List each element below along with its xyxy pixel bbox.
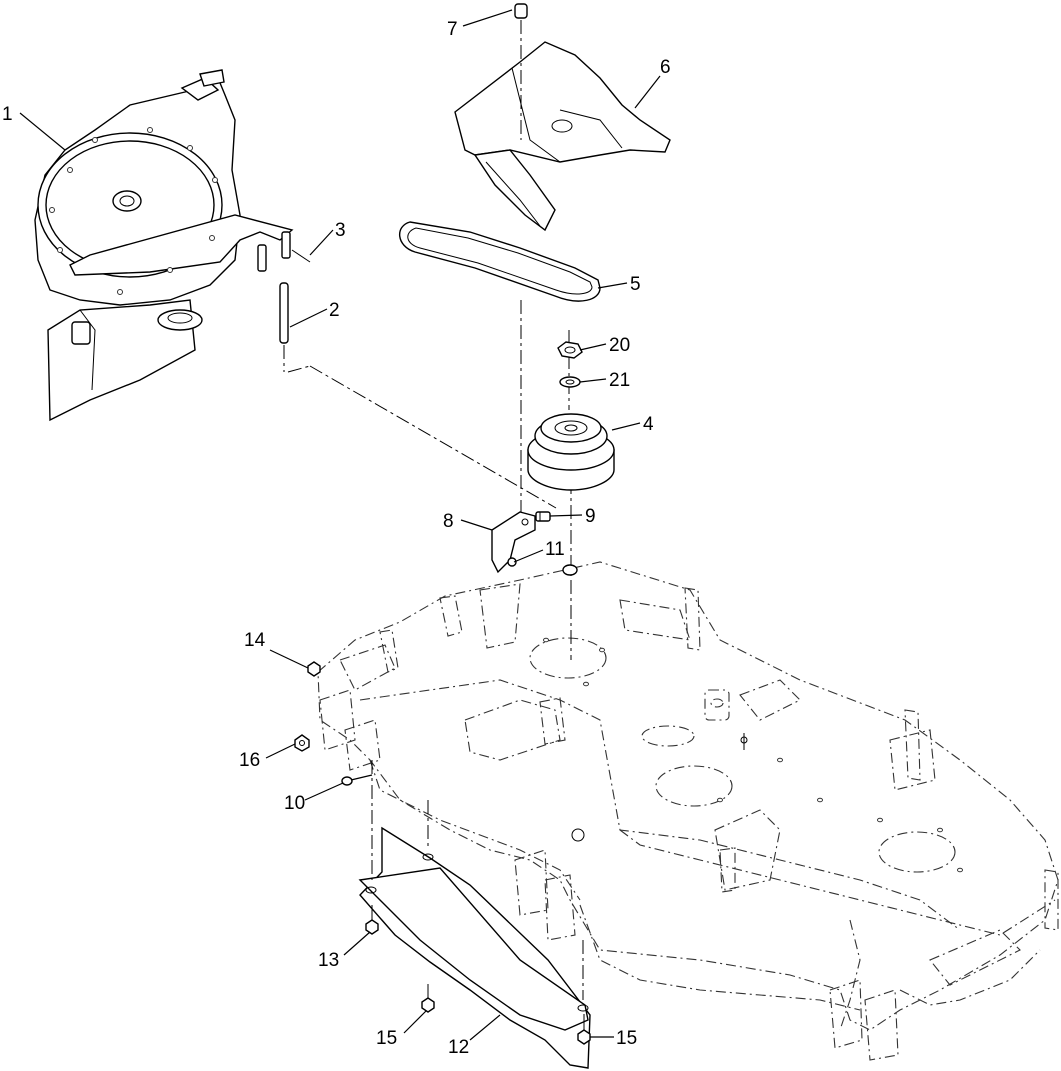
callout-7: 7 [447, 19, 458, 40]
drive-belt [399, 221, 601, 302]
callout-20: 20 [609, 335, 630, 356]
idler-bracket [491, 511, 536, 574]
nut-16 [294, 734, 310, 752]
spindle-washer [562, 564, 578, 576]
callout-4: 4 [643, 414, 654, 435]
callout-10: 10 [284, 793, 305, 814]
callout-14: 14 [244, 630, 266, 651]
callout-1: 1 [2, 104, 13, 125]
callout-16: 16 [239, 750, 260, 771]
callout-leaders [19, 9, 661, 1041]
callout-3: 3 [335, 220, 346, 241]
discharge-deflector [358, 760, 591, 1069]
callout-12: 12 [448, 1037, 469, 1058]
mower-deck-outline [317, 561, 1059, 1061]
deck-cover-assembly [34, 69, 294, 422]
bracket-nut [507, 557, 517, 567]
bolt-13 [365, 905, 379, 935]
callout-13: 13 [318, 950, 339, 971]
callout-labels: 1 2 3 4 5 6 7 8 9 10 11 12 13 14 15 15 1… [2, 19, 671, 1058]
callout-15-right: 15 [616, 1028, 637, 1049]
nut-14 [307, 661, 321, 677]
pivot-rod [279, 282, 557, 509]
callout-6: 6 [660, 57, 671, 78]
callout-15-left: 15 [376, 1028, 397, 1049]
carriage-bolt [341, 774, 373, 786]
bolt-15-right [577, 1014, 591, 1045]
shield-knob [514, 3, 528, 140]
callout-21: 21 [609, 370, 630, 391]
bolt-15-left [421, 984, 435, 1013]
idler-pins [257, 231, 311, 272]
pulley-nut [557, 341, 583, 359]
bracket-bolt [535, 511, 551, 522]
callout-5: 5 [630, 274, 641, 295]
callout-11: 11 [545, 539, 565, 560]
callout-2: 2 [329, 300, 340, 321]
pulley-washer [559, 376, 581, 388]
spindle-pulley [527, 413, 615, 491]
callout-8: 8 [443, 511, 454, 532]
belt-shield [454, 41, 671, 232]
callout-9: 9 [585, 506, 596, 527]
